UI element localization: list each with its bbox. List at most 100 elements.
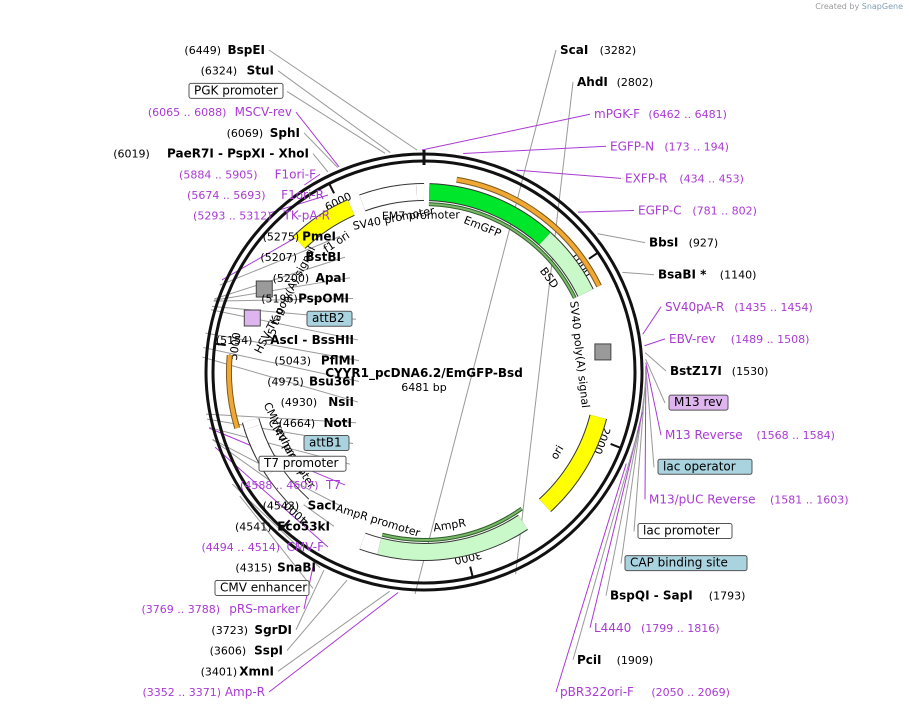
leader-mpgk-f: [421, 113, 591, 151]
scale-tick: [469, 566, 474, 579]
snapgene-logo-text: SnapGene: [861, 2, 903, 11]
scale-tick: [213, 342, 226, 347]
feature-bsd: [539, 232, 593, 297]
coord-pflmi: (5043): [274, 355, 311, 368]
coord-sgrdi: (3723): [211, 624, 248, 637]
snapgene-credit: Created by SnapGene: [815, 2, 903, 11]
feature-ori: [539, 414, 607, 512]
leader-amp-r: [268, 592, 399, 693]
coord-sspi: (3606): [210, 645, 247, 658]
orf-arc-fill: [428, 203, 576, 299]
label-pspomi: PspOMI: [298, 292, 349, 306]
coord-prs-marker: (3769 .. 3788): [141, 603, 220, 616]
label-l4440: L4440: [594, 621, 631, 635]
coord-mscv-rev: (6065 .. 6088): [148, 106, 227, 119]
label-egfp-c: EGFP-C: [638, 204, 681, 218]
coord-ahdi: (2802): [617, 76, 654, 89]
label-snabi: SnaBI: [277, 561, 316, 575]
scale-tick-label: 5000: [227, 332, 244, 361]
leader-scai: [414, 49, 557, 594]
label-f1ori-r: F1ori-R: [281, 188, 324, 202]
label-eco53ki: Eco53kI: [277, 519, 330, 533]
label-noti: NotI: [324, 416, 353, 430]
coord-f1ori-f: (5884 .. 5905): [179, 168, 258, 181]
leader-egfp-c: [578, 210, 635, 213]
coord-cmv-f: (4494 .. 4514): [201, 541, 280, 554]
label-paer7i-pspxi-xhoi: PaeR7I - PspXI - XhoI: [167, 147, 309, 161]
label-ebv-rev: EBV-rev: [669, 332, 715, 346]
leader-asci-bsshii: [210, 309, 359, 341]
leader-bsabi: [622, 271, 655, 276]
label-nsii: NsiI: [328, 395, 354, 409]
coord-pcii: (1909): [617, 654, 654, 667]
leader-cmv-enhancer: [239, 495, 314, 589]
label-amp-r: Amp-R: [225, 685, 265, 699]
label-prs-marker: pRS-marker: [229, 602, 300, 616]
coord-pspomi: (5196): [261, 293, 298, 306]
box-cap-binding-site: [624, 555, 748, 572]
label-egfp-n: EGFP-N: [610, 139, 654, 153]
leader-m13-rev: [645, 358, 666, 404]
label-cmv-f: CMV-F: [287, 540, 325, 554]
coord-paer7i-pspxi-xhoi: (6019): [113, 148, 150, 161]
feature-hsv-tk-poly-a-signal: [255, 280, 273, 298]
label-bspqi-sapi: BspQI - SapI: [610, 589, 693, 603]
label-sphi: SphI: [270, 126, 300, 140]
scale-tick: [280, 519, 291, 530]
feature-ampr-promoter: [359, 533, 382, 555]
coord-t7: (4588 .. 4607): [240, 479, 319, 492]
leader-stui: [277, 70, 391, 153]
box-attb2: [306, 310, 353, 327]
plasmid-size: 6481 bp: [401, 381, 446, 394]
coord-bstbi: (5207): [260, 251, 297, 264]
coord-stui: (6324): [201, 65, 238, 78]
coord-xmni: (3401): [201, 665, 238, 678]
leader-sspi: [286, 579, 348, 651]
label-exfp-r: EXFP-R: [625, 171, 667, 185]
leader-m13-reverse: [645, 362, 662, 436]
label-bspei: BspEI: [227, 43, 265, 57]
label-f1ori-f: F1ori-F: [275, 167, 316, 181]
label-lac-promoter: lac promoter: [643, 524, 720, 538]
label-sspi: SspI: [254, 644, 283, 658]
orf-arc-fill: [381, 507, 523, 541]
scale-tick: [610, 443, 623, 450]
coord-sv40pa-r: (1435 .. 1454): [734, 301, 813, 314]
label-lac-operator: lac operator: [663, 459, 736, 473]
feature-label-sv40-poly-a-signal: SV40 poly(A) signal: [567, 300, 592, 408]
leader-pbr322ori-f: [555, 463, 627, 693]
leader-bspei: [268, 49, 418, 151]
feature-f1-ori: [293, 200, 355, 249]
label-ahdi: AhdI: [577, 75, 608, 89]
coord-scai: (3282): [600, 44, 637, 57]
coord-nsii: (4930): [281, 396, 318, 409]
coord-apai: (5200): [273, 272, 310, 285]
label-bstbi: BstBI: [305, 250, 341, 264]
label-asci-bsshii: AscI - BssHII: [270, 333, 354, 347]
leader-pmei: [219, 235, 341, 286]
leader-lac-operator: [645, 367, 655, 468]
label-t7: T7: [325, 478, 341, 492]
label-sv40pa-r: SV40pA-R: [665, 300, 724, 314]
leader-egfp-n: [463, 145, 607, 154]
credit-prefix: Created by: [815, 2, 860, 11]
leader-pcii: [572, 433, 638, 661]
feature-label-ori: ori: [548, 443, 567, 462]
coord-exfp-r: (434 .. 453): [679, 172, 744, 185]
leader-bspqi-sapi: [605, 408, 644, 596]
label-cmv-enhancer: CMV enhancer: [220, 580, 307, 594]
coord-pbr322ori-f: (2050 .. 2069): [651, 686, 730, 699]
coord-eco53ki: (4541): [235, 520, 272, 533]
coord-m13-puc-reverse: (1581 .. 1603): [770, 493, 849, 506]
feature-label-emgfp: EmGFP: [462, 213, 504, 240]
primer-coverage-arc-fill: [227, 354, 240, 429]
label-pcii: PciI: [577, 653, 602, 667]
scale-tick: [327, 182, 335, 194]
label-tk-pa-r: TK-pA-R: [283, 209, 331, 223]
leader-bstbi: [214, 256, 346, 300]
leader-paer7i-pspxi-xhoi: [312, 153, 329, 173]
coord-bbsi: (927): [689, 237, 719, 250]
label-apai: ApaI: [316, 271, 346, 285]
label-m13-rev: M13 rev: [674, 395, 723, 409]
